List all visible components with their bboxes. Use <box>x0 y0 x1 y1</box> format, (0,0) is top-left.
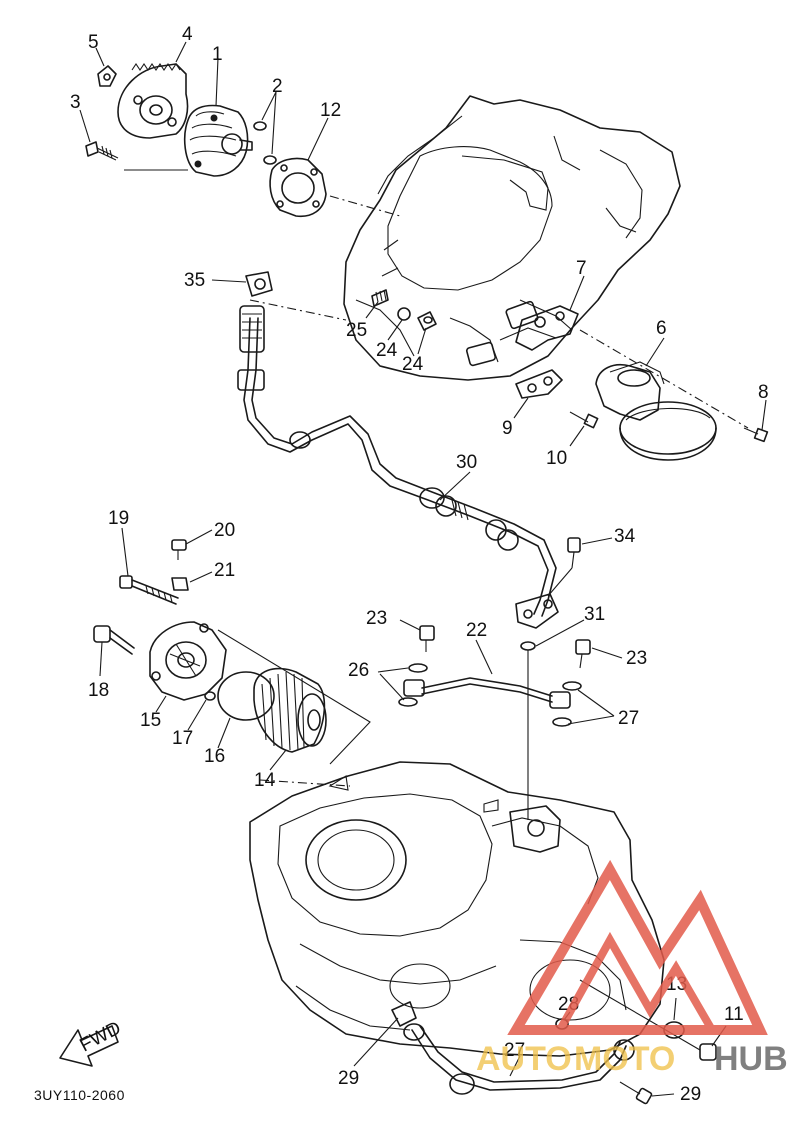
pump-gear-clip <box>97 65 117 87</box>
oil-pipe-bracket <box>515 305 579 351</box>
union-bolt-23a <box>419 625 435 641</box>
bottom-oil-pipe <box>403 1023 635 1095</box>
forward-direction-arrow: FWD <box>59 1018 125 1067</box>
part-label-25: 24 <box>402 354 424 375</box>
part-label-15: 15 <box>140 710 161 731</box>
part-label-12: 12 <box>320 100 341 121</box>
gasket-33 <box>520 641 536 651</box>
part-label-19: 19 <box>108 508 129 529</box>
filter-bolts <box>93 539 189 655</box>
guide-crankcase <box>249 299 347 321</box>
part-label-23-left: 23 <box>366 608 387 629</box>
collar-25 <box>417 311 437 331</box>
oil-delivery-pipe <box>237 305 559 629</box>
part-label-1: 1 <box>212 44 223 65</box>
part-label-6: 6 <box>656 318 667 339</box>
part-label-24-left: 26 <box>348 660 369 681</box>
filter-o-ring-small <box>204 691 216 701</box>
part-label-22: 22 <box>466 620 487 641</box>
part-label-17: 17 <box>172 728 193 749</box>
crankcase-lower <box>249 761 665 1057</box>
pipe-bolt-30 <box>619 1081 653 1105</box>
automotohub-watermark: AUTO MOTO HUB <box>476 859 788 1078</box>
lube-pipe <box>403 677 571 709</box>
oil-pump-body <box>183 104 253 177</box>
leader-34 <box>547 567 573 597</box>
oil-filter-element <box>253 667 327 753</box>
oil-filter-cover <box>149 621 227 701</box>
guide-strainer <box>579 329 749 429</box>
strainer-bolt <box>743 427 769 443</box>
part-label-34: 34 <box>614 526 636 547</box>
flange-bolt <box>569 411 599 429</box>
part-label-26: 24 <box>376 340 398 361</box>
part-label-5: 5 <box>88 32 99 53</box>
filter-o-ring-large <box>217 671 275 721</box>
oil-strainer <box>595 361 717 461</box>
dowel-pin <box>371 289 389 307</box>
part-label-9: 9 <box>502 418 513 439</box>
drawing-code: 3UY110-2060 <box>34 1087 125 1103</box>
part-label-16: 16 <box>204 746 225 767</box>
watermark-text-hub: HUB <box>714 1040 788 1078</box>
pump-gasket <box>269 157 327 218</box>
pipe-bolt-34 <box>567 537 581 569</box>
watermark-text-auto: AUTO <box>476 1040 572 1078</box>
guide-lower-case <box>259 779 351 787</box>
part-label-31: 29 <box>338 1068 359 1089</box>
pipe-flange-plate <box>515 369 563 399</box>
crankcase-upper <box>343 95 681 381</box>
pipe-clamp-31 <box>391 1001 417 1027</box>
dowel-oring-set <box>371 289 437 331</box>
oil-pump-assembly <box>85 63 401 218</box>
part-label-7: 7 <box>576 258 587 279</box>
lube-pipe-bolts-washers <box>398 625 591 727</box>
pipe-clamp <box>245 271 273 297</box>
part-label-11: 11 <box>724 1004 744 1025</box>
pump-mounting-screw <box>85 141 119 161</box>
part-label-14: 14 <box>254 770 276 791</box>
union-bolt-23b <box>575 639 591 655</box>
part-label-20: 20 <box>214 520 235 541</box>
watermark-logo-mark <box>507 859 768 1035</box>
part-label-3: 3 <box>70 92 81 113</box>
part-label-24-right: 27 <box>618 708 639 729</box>
part-label-23-right: 23 <box>626 648 647 669</box>
o-ring-upper <box>253 121 267 131</box>
part-label-27: 25 <box>346 320 367 341</box>
o-ring-26 <box>397 307 411 321</box>
part-label-35: 35 <box>184 270 205 291</box>
part-label-18: 18 <box>88 680 109 701</box>
part-label-2: 2 <box>272 76 283 97</box>
guide-gasket <box>329 195 401 217</box>
part-callouts: 5 4 1 2 3 12 35 7 6 8 25 24 24 9 10 30 3 <box>70 24 769 1105</box>
part-label-21: 21 <box>214 560 235 581</box>
part-label-8: 8 <box>758 382 769 403</box>
part-label-28: 27 <box>504 1040 525 1061</box>
part-label-30: 29 <box>680 1084 701 1105</box>
part-label-10: 10 <box>546 448 567 469</box>
pump-drive-gear <box>117 63 189 139</box>
part-label-33: 31 <box>584 604 605 625</box>
filter-outline-guide <box>217 629 371 765</box>
part-label-32: 30 <box>456 452 477 473</box>
watermark-text-moto: MOTO <box>574 1040 675 1078</box>
o-ring-lower <box>263 155 277 165</box>
drain-bolt-11 <box>699 1043 717 1061</box>
part-label-4: 4 <box>182 24 193 45</box>
